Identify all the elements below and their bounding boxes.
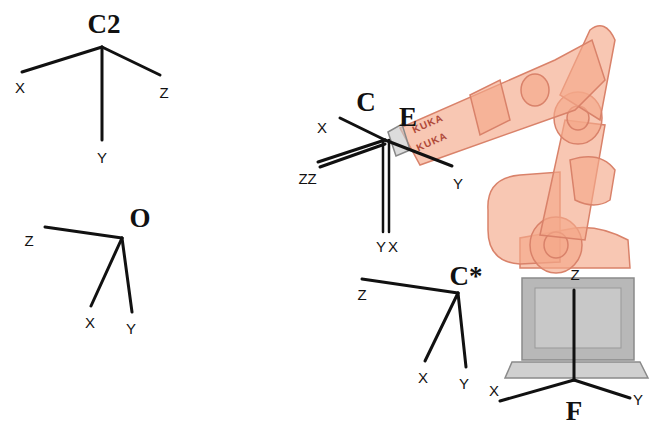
elbow-cover xyxy=(570,157,615,205)
axis-label: Z xyxy=(357,287,366,302)
axis-line xyxy=(102,47,160,75)
axis-label: Y xyxy=(453,176,463,191)
axis-line xyxy=(318,140,385,162)
frame-c2 xyxy=(22,47,160,140)
frame-f xyxy=(500,290,630,401)
axis-label: Z xyxy=(298,171,307,186)
wrist-cover xyxy=(470,80,510,135)
axis-label: X xyxy=(85,315,95,330)
axis-line xyxy=(573,290,576,380)
axis-line xyxy=(22,47,102,72)
axis-label: X xyxy=(489,383,499,398)
axis-label: X xyxy=(388,239,398,254)
axis-label: Y xyxy=(376,239,386,254)
axis-label: Y xyxy=(126,321,136,336)
frame-name: C xyxy=(356,89,376,116)
base-plate xyxy=(505,362,648,378)
wrist-joint xyxy=(521,74,549,106)
axis-line xyxy=(574,380,630,398)
frame-c-star xyxy=(362,279,466,367)
frame-name: O xyxy=(129,205,150,232)
axis-line xyxy=(91,238,122,306)
axis-label: Y xyxy=(459,376,469,391)
axis-line xyxy=(362,279,458,293)
base-housing xyxy=(522,278,634,360)
axis-label: Y xyxy=(633,392,643,407)
frame-name: C2 xyxy=(88,11,121,38)
axis-line xyxy=(458,293,466,367)
frame-c xyxy=(318,118,452,232)
axis-line xyxy=(340,118,385,140)
coordinate-frames xyxy=(22,47,630,401)
axis-line xyxy=(101,47,104,140)
robot-arm xyxy=(388,26,630,273)
axis-label: Z xyxy=(307,171,316,186)
axis-line xyxy=(388,140,391,232)
axis-label: Z xyxy=(159,85,168,100)
axis-line xyxy=(425,293,458,361)
axis-label: X xyxy=(317,120,327,135)
axis-line xyxy=(382,140,385,232)
frame-name: C* xyxy=(450,263,483,290)
axis-label: X xyxy=(418,370,428,385)
robot-base xyxy=(505,278,648,378)
axis-line xyxy=(320,144,385,167)
axis-line xyxy=(45,227,122,238)
frame-o xyxy=(45,227,132,312)
axis-label: Y xyxy=(97,150,107,165)
axis-line xyxy=(122,238,132,312)
axis-label: X xyxy=(15,80,25,95)
frame-name: F xyxy=(566,398,583,425)
axis-label: Z xyxy=(570,267,579,282)
axis-line xyxy=(500,380,574,401)
axis-label: Z xyxy=(24,233,33,248)
upper-link xyxy=(400,40,605,165)
base-panel xyxy=(535,288,621,348)
